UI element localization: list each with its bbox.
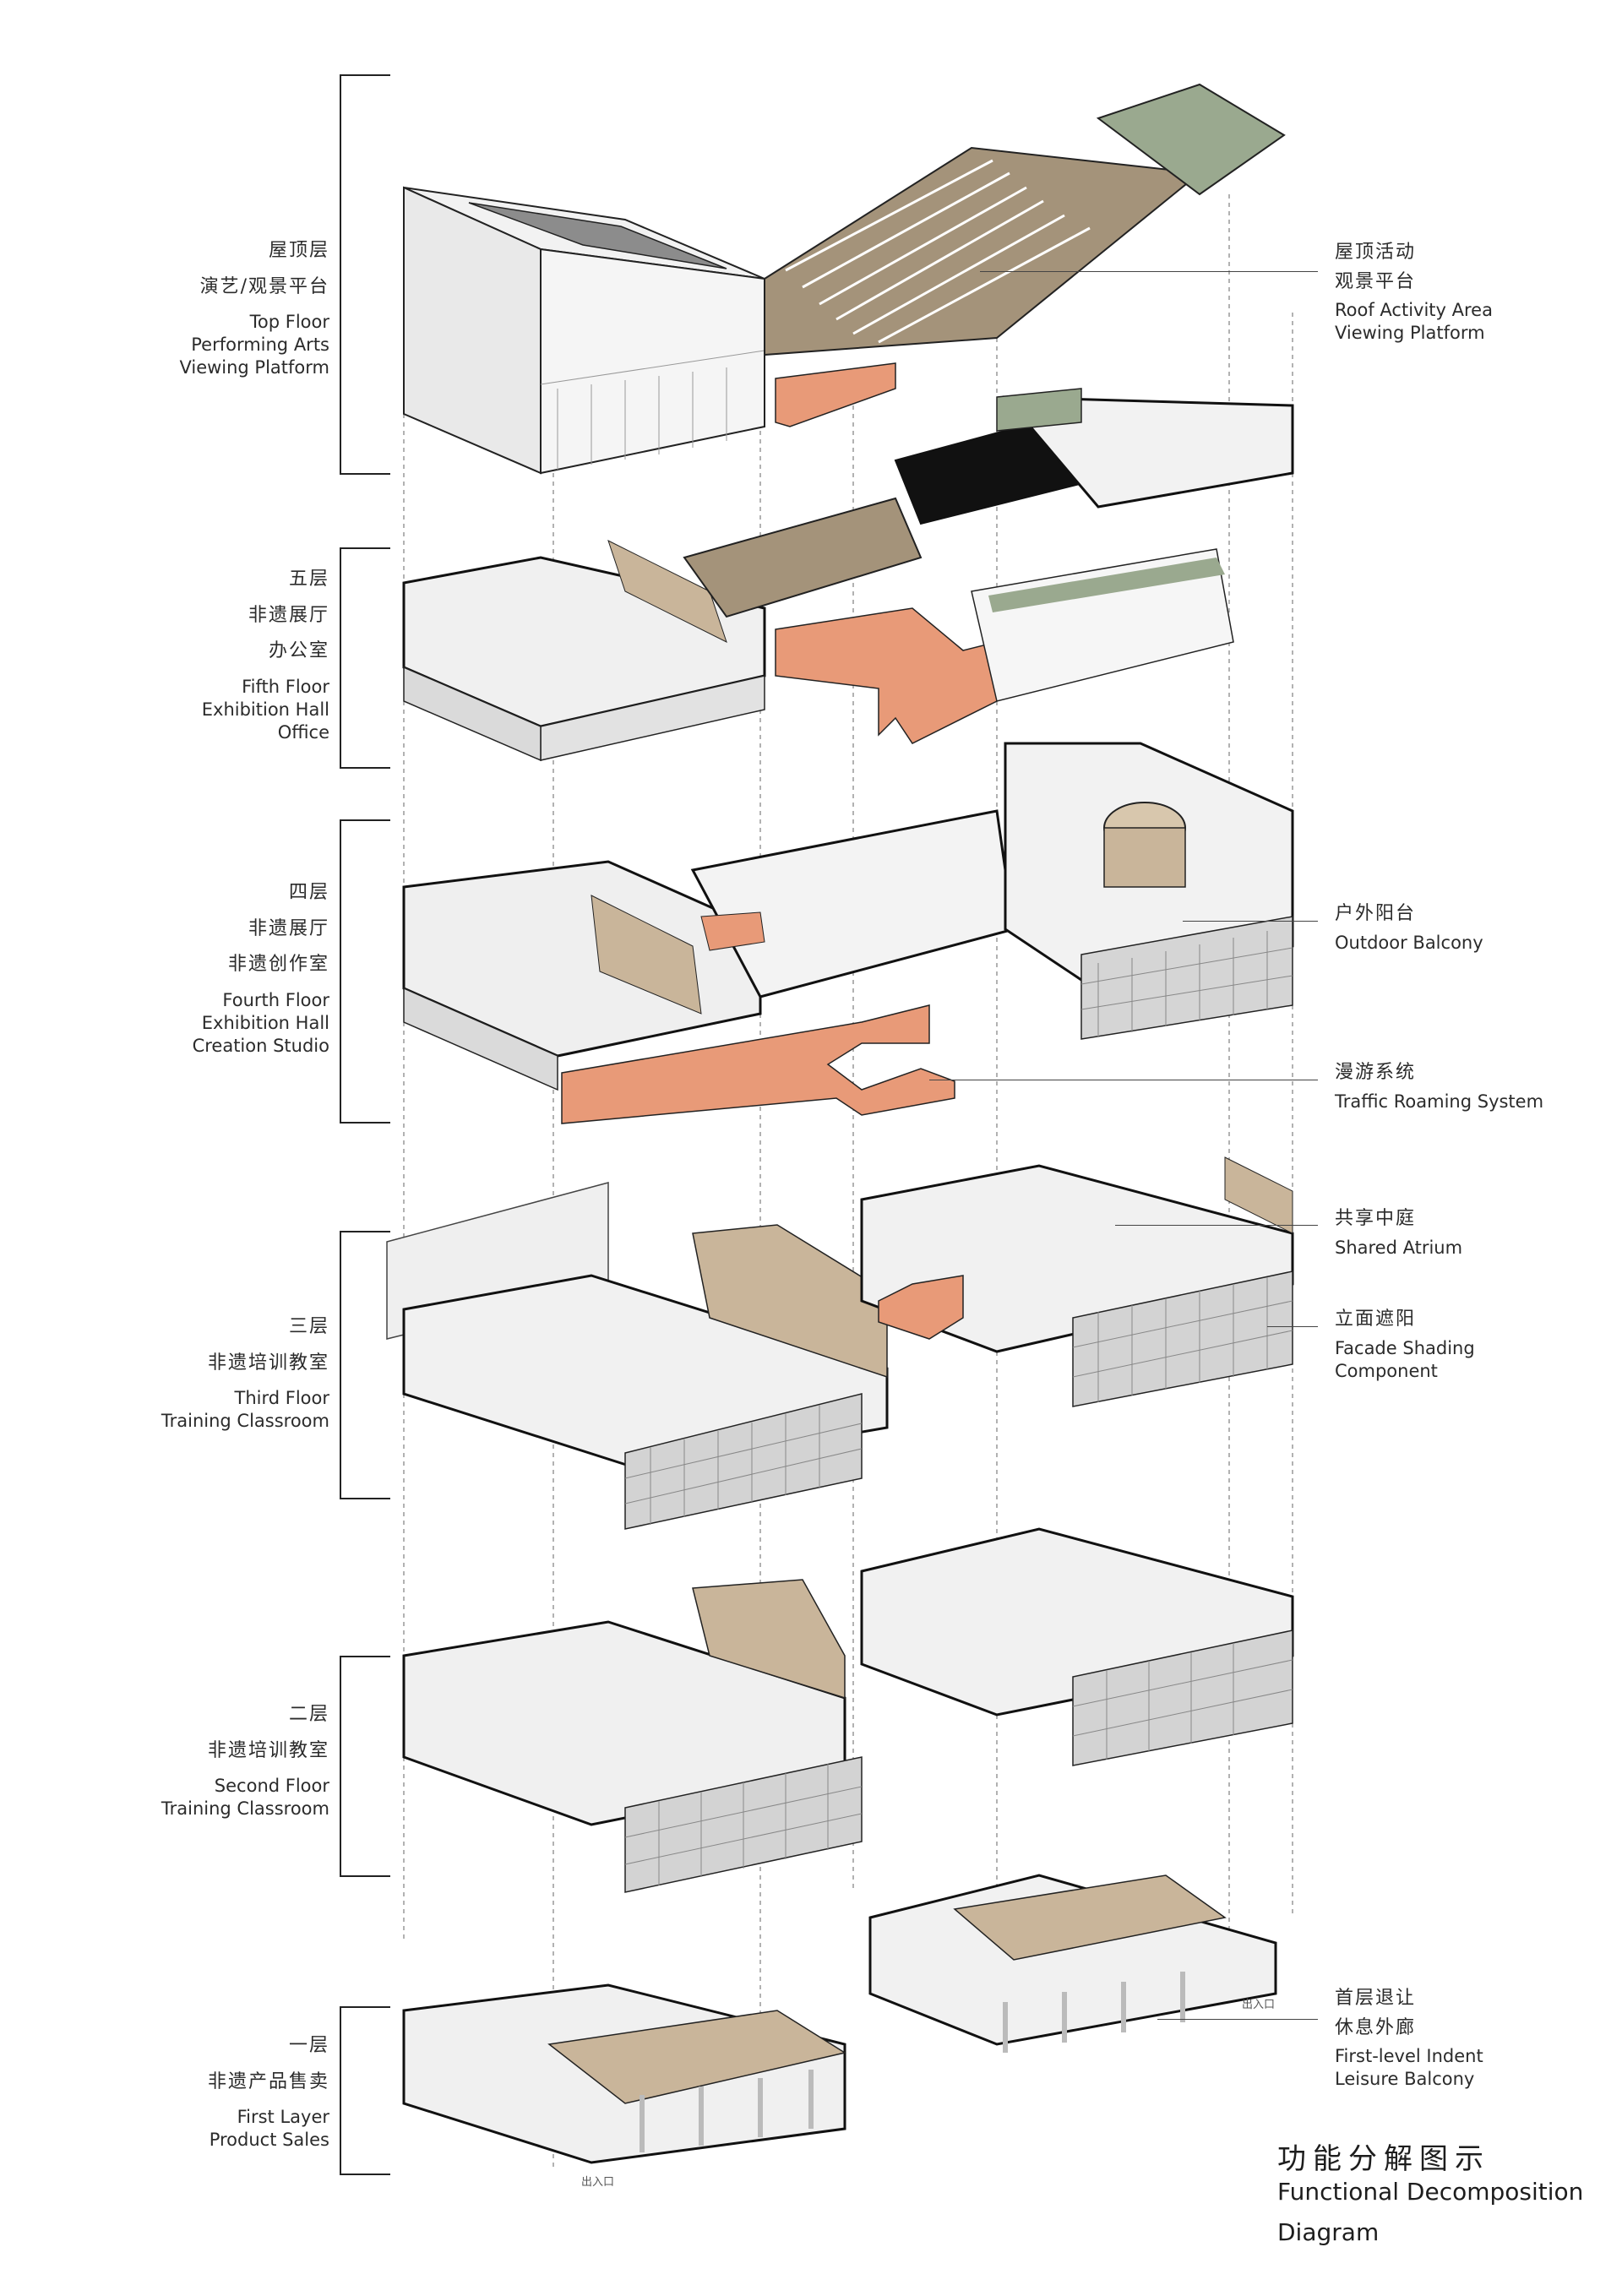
bracket-fifth-floor — [340, 547, 390, 769]
fourth-floor-cn3: 非遗创作室 — [227, 954, 329, 976]
fourth-floor-en3: Creation Studio — [192, 1035, 329, 1056]
facade-shading-en1: Facade Shading — [1335, 1337, 1475, 1358]
first-floor — [402, 1874, 1277, 2164]
fourth-floor-en1: Fourth Floor — [222, 989, 329, 1010]
roof-activity-en1: Roof Activity Area — [1335, 300, 1493, 321]
third-floor-en2: Training Classroom — [161, 1411, 329, 1432]
third-floor — [386, 1156, 1294, 1530]
leader-roof-activity — [980, 271, 1318, 272]
outdoor-balcony-en: Outdoor Balcony — [1335, 932, 1483, 953]
fourth-floor-cn: 四层 — [288, 882, 329, 903]
outdoor-balcony — [1080, 916, 1293, 1040]
fifth-circulation — [775, 607, 998, 744]
fourth-floor-en2: Exhibition Hall — [201, 1012, 329, 1033]
diagram-title-en1: Functional Decomposition — [1277, 2178, 1584, 2206]
shared-atrium-en: Shared Atrium — [1335, 1237, 1463, 1258]
first-floor-en2: Product Sales — [209, 2130, 329, 2151]
second-floor-cn2: 非遗培训教室 — [207, 1739, 329, 1761]
third-circulation — [878, 1275, 964, 1340]
third-floor-cn2: 非遗培训教室 — [207, 1352, 329, 1374]
label-third-floor: 三层 非遗培训教室 Third Floor Training Classroom — [161, 1315, 329, 1433]
first-floor-cn2: 非遗产品售卖 — [207, 2070, 329, 2092]
roof-floor-en2: Performing Arts — [191, 335, 329, 356]
annotation-outdoor-balcony: 户外阳台 Outdoor Balcony — [1335, 902, 1483, 955]
annotation-roaming-system: 漫游系统 Traffic Roaming System — [1335, 1061, 1543, 1113]
green-roof — [1096, 83, 1286, 196]
annotation-first-indent: 首层退让 休息外廊 First-level Indent Leisure Bal… — [1335, 1987, 1483, 2091]
roof-activity-cn2: 观景平台 — [1335, 270, 1417, 292]
leader-shared-atrium — [1115, 1225, 1318, 1226]
fourth-floor — [402, 742, 1294, 1124]
roof-floor-cn2: 演艺/观景平台 — [199, 275, 329, 297]
bracket-fourth-floor — [340, 819, 390, 1124]
outdoor-balcony-cn: 户外阳台 — [1335, 903, 1417, 924]
facade-shading-en2: Component — [1335, 1360, 1438, 1381]
label-first-floor: 一层 非遗产品售卖 First Layer Product Sales — [208, 2034, 329, 2152]
third-floor-cn: 三层 — [288, 1316, 329, 1337]
first-floor-en1: First Layer — [237, 2107, 329, 2128]
fourth-floor-cn2: 非遗展厅 — [248, 917, 329, 939]
leader-facade-shading — [1267, 1326, 1318, 1327]
leader-outdoor-balcony — [1183, 921, 1318, 922]
roof-activity-en2: Viewing Platform — [1335, 323, 1485, 344]
third-floor-en1: Third Floor — [234, 1388, 330, 1409]
roof-floor-en1: Top Floor — [249, 312, 329, 333]
entrance-label-left: 出入口 — [581, 2176, 615, 2189]
fourth-circulation — [561, 1004, 955, 1124]
stepped-deck — [764, 146, 1202, 356]
roof-floor-en3: Viewing Platform — [179, 357, 329, 378]
label-fifth-floor: 五层 非遗展厅 办公室 Fifth Floor Exhibition Hall … — [202, 568, 329, 744]
fifth-floor-cn2: 非遗展厅 — [248, 604, 329, 626]
fifth-floor-en3: Office — [277, 721, 329, 743]
shared-atrium-cn: 共享中庭 — [1335, 1208, 1417, 1229]
roof-stair — [775, 362, 896, 427]
bracket-first-floor — [340, 2006, 390, 2175]
annotation-shared-atrium: 共享中庭 Shared Atrium — [1335, 1207, 1462, 1260]
first-indent-cn: 首层退让 — [1335, 1988, 1417, 2009]
second-floor-en2: Training Classroom — [161, 1798, 329, 1820]
entrance-label-right: 出入口 — [1242, 1999, 1276, 2011]
fifth-floor-en1: Fifth Floor — [242, 676, 329, 697]
fifth-floor — [402, 388, 1294, 762]
second-floor — [402, 1527, 1294, 1893]
roof-box-inner — [468, 202, 727, 269]
roof-floor-cn: 屋顶层 — [268, 240, 329, 261]
facade-shading-cn: 立面遮阳 — [1335, 1309, 1417, 1330]
second-floor-en1: Second Floor — [214, 1776, 329, 1797]
label-fourth-floor: 四层 非遗展厅 非遗创作室 Fourth Floor Exhibition Ha… — [193, 881, 329, 1058]
diagram-title-en2: Diagram — [1277, 2218, 1380, 2246]
roof-level — [403, 83, 1286, 475]
bracket-roof-floor — [340, 74, 390, 475]
label-roof-floor: 屋顶层 演艺/观景平台 Top Floor Performing Arts Vi… — [179, 239, 329, 379]
roof-activity-cn: 屋顶活动 — [1335, 242, 1417, 263]
first-indent-cn2: 休息外廊 — [1335, 2016, 1417, 2038]
fifth-floor-cn: 五层 — [288, 569, 329, 590]
annotation-roof-activity: 屋顶活动 观景平台 Roof Activity Area Viewing Pla… — [1335, 241, 1493, 345]
fifth-stair-deck — [683, 497, 923, 618]
roaming-system-cn: 漫游系统 — [1335, 1062, 1417, 1083]
first-indent-en1: First-level Indent — [1335, 2046, 1483, 2067]
bracket-second-floor — [340, 1656, 390, 1877]
roof-box-right — [540, 248, 765, 475]
annotation-facade-shading: 立面遮阳 Facade Shading Component — [1335, 1308, 1475, 1383]
roaming-system-en: Traffic Roaming System — [1335, 1091, 1544, 1112]
leader-first-indent — [1157, 2019, 1318, 2020]
fifth-floor-cn3: 办公室 — [268, 640, 329, 662]
fifth-floor-en2: Exhibition Hall — [201, 699, 329, 720]
first-floor-cn: 一层 — [288, 2035, 329, 2056]
bracket-third-floor — [340, 1231, 390, 1499]
label-second-floor: 二层 非遗培训教室 Second Floor Training Classroo… — [161, 1703, 329, 1820]
first-indent-en2: Leisure Balcony — [1335, 2069, 1475, 2090]
diagram-title-cn: 功能分解图示 — [1277, 2142, 1490, 2176]
second-floor-cn: 二层 — [288, 1704, 329, 1725]
